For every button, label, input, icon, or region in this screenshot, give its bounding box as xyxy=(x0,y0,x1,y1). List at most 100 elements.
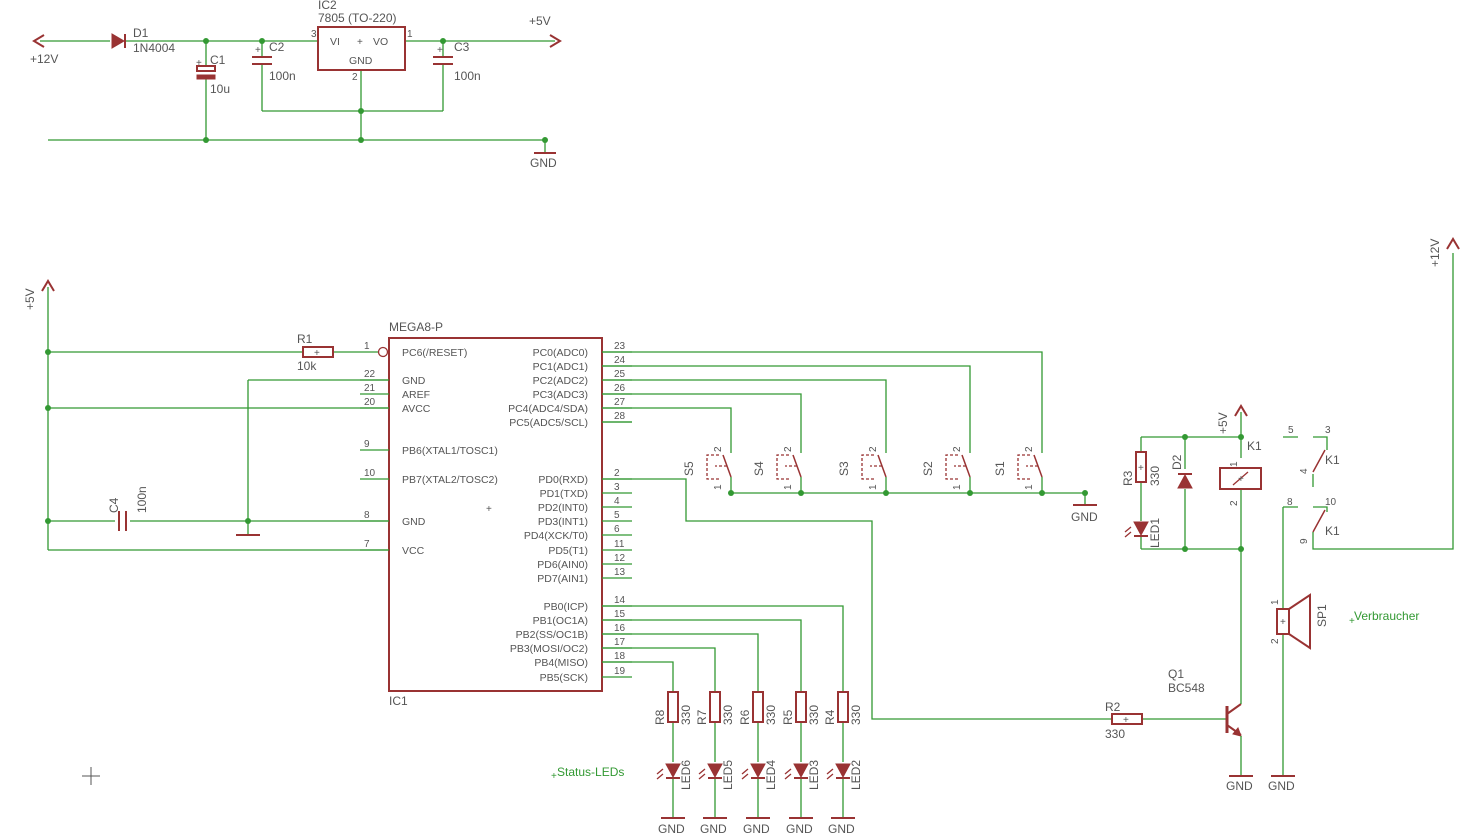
mcu-pin-name: AVCC xyxy=(402,403,431,415)
relay-vcc-arrow xyxy=(1234,404,1248,417)
svg-text:+: + xyxy=(357,37,363,48)
k1-coil-pin-top: 1 xyxy=(1229,461,1240,467)
resistor-value: 330 xyxy=(764,705,778,725)
mcu-pin-num: 17 xyxy=(614,637,626,648)
resistor-value: 330 xyxy=(679,705,693,725)
mcu-pin-num: 9 xyxy=(364,439,370,450)
led-name: LED4 xyxy=(764,760,778,790)
c3-value: 100n xyxy=(454,69,481,83)
ic2-pin-gnd: 2 xyxy=(352,72,358,83)
mcu-pin-num: 18 xyxy=(614,651,626,662)
mcu-pin-name: PB7(XTAL2/TOSC2) xyxy=(402,474,498,486)
mcu-pin-num: 11 xyxy=(614,539,625,550)
svg-text:+: + xyxy=(1238,474,1244,485)
mcu-pin-num: 3 xyxy=(614,482,620,493)
mcu-pin-num: 15 xyxy=(614,609,626,620)
svg-text:+: + xyxy=(1349,616,1355,627)
resistor-r6 xyxy=(752,691,764,723)
led-led2 xyxy=(835,763,851,779)
c1-name: C1 xyxy=(210,53,226,67)
led1-name: LED1 xyxy=(1148,518,1162,548)
mcu-pin-num: 12 xyxy=(614,553,626,564)
resistor-name: R5 xyxy=(781,709,795,725)
relay-driver: + R2 330 Q1 BC548 GND +5V + xyxy=(602,237,1460,793)
svg-text:5: 5 xyxy=(1288,425,1294,436)
mcu-left-pins: 1PC6(/RESET)22GND21AREF20AVCC9PB6(XTAL1/… xyxy=(360,341,498,557)
speaker-sp1: + 1 2 SP1 GND xyxy=(1268,507,1329,793)
mcu-pin-name: PC3(ADC3) xyxy=(533,389,588,401)
svg-text:+: + xyxy=(551,771,557,782)
svg-text:+: + xyxy=(255,45,261,56)
led-name: LED3 xyxy=(807,760,821,790)
switch-gnd-label: GND xyxy=(1071,510,1098,524)
k1-name: K1 xyxy=(1247,439,1262,453)
d1-name: D1 xyxy=(133,26,149,40)
mcu-pin-name: PB4(MISO) xyxy=(534,657,588,669)
c4-name: C4 xyxy=(107,497,121,513)
c3-name: C3 xyxy=(454,40,470,54)
mcu-pin-num: 5 xyxy=(614,510,620,521)
mcu-pin-num: 8 xyxy=(364,510,370,521)
k1-contact2-label: K1 xyxy=(1325,524,1340,538)
resistor-r7 xyxy=(709,691,721,723)
relay-contact1: 5 3 4 K1 xyxy=(1283,425,1340,487)
mcu-pin-num: 7 xyxy=(364,539,370,550)
svg-text:10: 10 xyxy=(1325,497,1337,508)
mcu-right-pins: 23PC0(ADC0)24PC1(ADC1)25PC2(ADC2)26PC3(A… xyxy=(508,341,632,684)
switch-pin-bottom: 1 xyxy=(783,484,794,490)
resistor-value: 330 xyxy=(807,705,821,725)
led-name: LED2 xyxy=(849,760,863,790)
r3-value: 330 xyxy=(1148,466,1162,486)
svg-text:+: + xyxy=(314,348,320,359)
q1-value: BC548 xyxy=(1168,681,1205,695)
led-name: LED6 xyxy=(679,760,693,790)
switch-pin-bottom: 1 xyxy=(1024,484,1035,490)
relay-vcc-label: +5V xyxy=(1216,412,1230,434)
led-gnd-label: GND xyxy=(658,822,685,836)
ic2-value: 7805 (TO-220) xyxy=(318,11,397,25)
led-led1: LED1 xyxy=(1124,518,1162,548)
switch-pin-bottom: 1 xyxy=(868,484,879,490)
mcu-pin-num: 2 xyxy=(614,468,620,479)
mcu-pin-name: PB6(XTAL1/TOSC1) xyxy=(402,445,498,457)
power-supply: +12V +5V D1 1N4004 + C1 10u + C2 100n xyxy=(30,0,562,170)
mcu-pin-num: 4 xyxy=(614,496,620,507)
gnd-label: GND xyxy=(530,156,557,170)
led-gnd-label: GND xyxy=(828,822,855,836)
mcu-pin-name: PC1(ADC1) xyxy=(533,361,588,373)
mcu-pin-name: PC6(/RESET) xyxy=(402,347,467,359)
ic2-pin-in: 3 xyxy=(311,29,317,40)
c2-value: 100n xyxy=(269,69,296,83)
k1-coil-pin-bottom: 2 xyxy=(1229,500,1240,506)
svg-text:9: 9 xyxy=(1299,538,1310,544)
mcu-pin-name: PD0(RXD) xyxy=(538,474,588,486)
mcu-pin-name: PC5(ADC5/SCL) xyxy=(509,417,588,429)
mcu-pin-num: 20 xyxy=(364,397,376,408)
d1-value: 1N4004 xyxy=(133,41,175,55)
mcu-pin-num: 10 xyxy=(364,468,376,479)
led-led4 xyxy=(750,763,766,779)
mcu-pin-name: PD1(TXD) xyxy=(540,488,588,500)
capacitor-c1: + C1 10u xyxy=(196,53,230,96)
mcu-pin-num: 14 xyxy=(614,595,626,606)
led-gnd-label: GND xyxy=(786,822,813,836)
switch-pin-top: 2 xyxy=(1024,446,1035,452)
resistor-r8 xyxy=(667,691,679,723)
switch-name: S4 xyxy=(752,461,766,476)
resistor-r3: + R3 330 xyxy=(1121,451,1162,486)
relay-coil-k1: K1 1 2 + xyxy=(1219,439,1262,506)
ic2-name: IC2 xyxy=(318,0,337,12)
diode-d2: D2 xyxy=(1170,454,1193,489)
mcu-pin-name: PB3(MOSI/OC2) xyxy=(510,643,588,655)
mcu-pin-num: 16 xyxy=(614,623,626,634)
switch-name: S5 xyxy=(682,461,696,476)
resistor-r5 xyxy=(795,691,807,723)
mcu-pin-name: PB5(SCK) xyxy=(540,672,588,684)
